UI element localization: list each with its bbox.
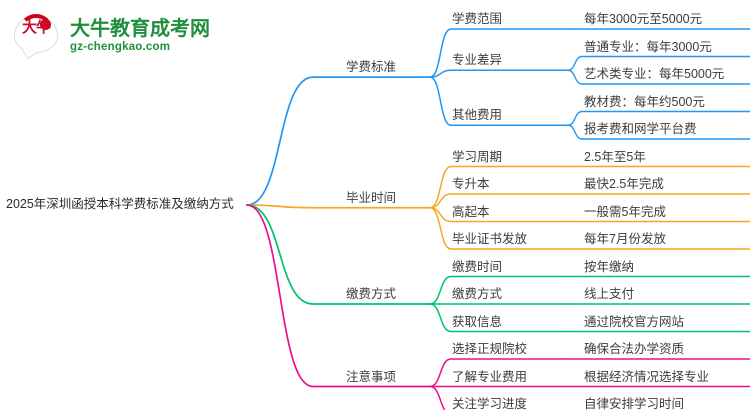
mindmap-leaf-4-3-1[interactable]: 自律安排学习时间 (584, 397, 685, 411)
mindmap-leaf-3-3-1[interactable]: 通过院校官方网站 (584, 314, 685, 329)
mindmap-leaf-2-3-1[interactable]: 一般需5年完成 (584, 204, 666, 219)
mindmap-leaf-3-1-1[interactable]: 按年缴纳 (584, 259, 635, 274)
mindmap-subnode-3-1[interactable]: 缴费时间 (452, 259, 503, 274)
mindmap-subnode-2-1[interactable]: 学习周期 (452, 149, 503, 164)
mindmap-leaf-4-1-1[interactable]: 确保合法办学资质 (584, 342, 685, 356)
mindmap-leaf-1-2-1[interactable]: 普通专业：每年3000元 (584, 39, 712, 54)
mindmap-subnode-1-3[interactable]: 其他费用 (452, 108, 503, 123)
mindmap-leaf-1-2-2[interactable]: 艺术类专业：每年5000元 (584, 67, 725, 81)
mindmap-subnode-1-1[interactable]: 学费范围 (452, 12, 503, 26)
logo-dot-shape (40, 19, 51, 30)
mindmap-subnode-4-3[interactable]: 关注学习进度 (452, 397, 528, 411)
mindmap-root-node[interactable]: 2025年深圳函授本科学费标准及缴纳方式 (6, 197, 234, 211)
site-logo: 大牛 大牛教育成考网 gz-chengkao.com (12, 8, 242, 64)
mindmap-leaf-4-2-1[interactable]: 根据经济情况选择专业 (584, 369, 710, 384)
mindmap-subnode-3-3[interactable]: 获取信息 (452, 314, 503, 329)
mindmap-branch-4[interactable]: 注意事项 (346, 369, 397, 384)
logo-url: gz-chengkao.com (70, 41, 171, 53)
mindmap-leaf-1-3-2[interactable]: 报考费和网学平台费 (584, 122, 697, 136)
mindmap-leaf-2-1-1[interactable]: 2.5年至5年 (584, 149, 646, 164)
logo-title: 大牛教育成考网 (70, 18, 210, 40)
mindmap-leaf-1-1-1[interactable]: 每年3000元至5000元 (584, 12, 703, 26)
logo-arc-shape (19, 14, 53, 30)
logo-mark-text: 大牛 (21, 19, 51, 36)
mindmap-subnode-2-2[interactable]: 专升本 (452, 177, 490, 191)
mindmap-subnode-3-2[interactable]: 缴费方式 (452, 287, 503, 301)
logo-mark-icon: 大牛 (12, 13, 62, 60)
logo-text-block: 大牛教育成考网 gz-chengkao.com (70, 18, 210, 54)
mindmap-subnode-2-4[interactable]: 毕业证书发放 (452, 232, 528, 246)
mindmap-subnode-2-3[interactable]: 高起本 (452, 204, 490, 219)
mindmap-branch-3[interactable]: 缴费方式 (346, 287, 397, 301)
mindmap-subnode-1-2[interactable]: 专业差异 (452, 53, 503, 68)
mindmap-leaf-1-3-1[interactable]: 教材费：每年约500元 (584, 94, 705, 109)
mindmap-leaf-2-4-1[interactable]: 每年7月份发放 (584, 232, 666, 246)
mindmap-subnode-4-2[interactable]: 了解专业费用 (452, 369, 528, 384)
mindmap-branch-1[interactable]: 学费标准 (346, 60, 397, 75)
mindmap-subnode-4-1[interactable]: 选择正规院校 (452, 342, 528, 356)
mindmap-branch-2[interactable]: 毕业时间 (346, 190, 397, 205)
mindmap-leaf-3-2-1[interactable]: 线上支付 (584, 287, 635, 301)
mindmap-leaf-2-2-1[interactable]: 最快2.5年完成 (584, 177, 664, 191)
